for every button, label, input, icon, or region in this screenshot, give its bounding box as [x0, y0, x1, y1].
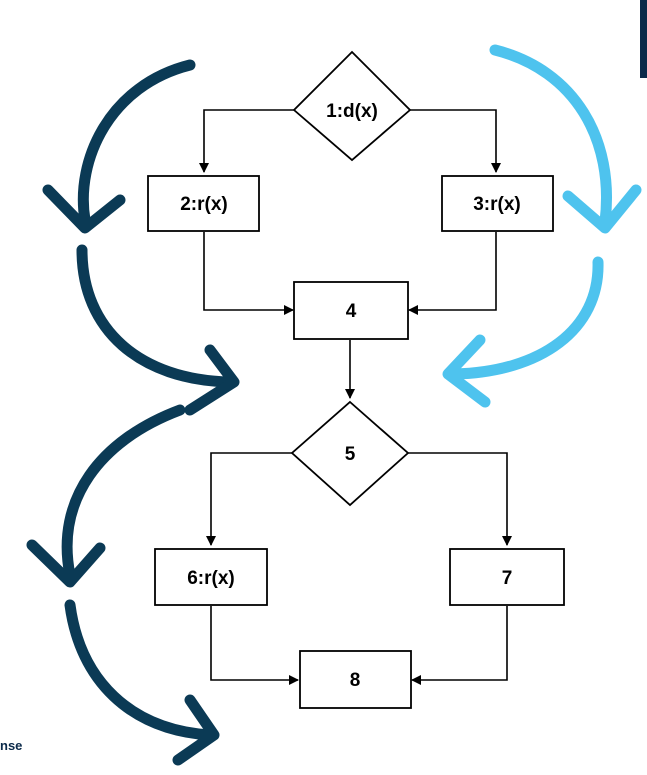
- node-6-label: 6:r(x): [187, 568, 235, 589]
- node-5-label: 5: [345, 444, 356, 465]
- edge-3-4: [408, 232, 497, 315]
- light-path-arrows: [442, 44, 642, 408]
- node-1: 1:d(x): [292, 50, 412, 162]
- dark-path-arrows: [26, 59, 240, 766]
- node-3: 3:r(x): [441, 175, 554, 232]
- dark-arrow-2-head: [184, 344, 240, 416]
- node-7-label: 7: [502, 568, 513, 589]
- dark-arrow-3: [61, 404, 186, 581]
- node-2-label: 2:r(x): [180, 194, 228, 215]
- node-6: 6:r(x): [154, 548, 268, 606]
- edge-5-7: [408, 452, 512, 546]
- node-8-label: 8: [350, 670, 361, 691]
- node-4-label: 4: [346, 301, 357, 322]
- edge-1-2: [199, 109, 294, 173]
- edges: [199, 109, 512, 685]
- node-1-label: 1:d(x): [326, 101, 378, 122]
- dark-arrow-1-head: [42, 184, 126, 234]
- light-arrow-2: [449, 256, 604, 380]
- edge-2-4: [203, 232, 294, 315]
- node-8: 8: [299, 650, 412, 709]
- dark-arrow-1: [77, 59, 196, 226]
- node-3-label: 3:r(x): [473, 194, 521, 215]
- dark-arrow-2: [76, 244, 236, 388]
- footer-partial-text: nse: [0, 738, 23, 753]
- light-arrow-1: [489, 44, 612, 228]
- edge-6-8: [210, 606, 299, 685]
- dark-arrow-3-head: [26, 539, 106, 588]
- edge-7-8: [411, 606, 508, 685]
- node-2: 2:r(x): [147, 175, 260, 232]
- dark-arrow-4-head: [172, 694, 220, 766]
- corner-accent-bar: [640, 0, 647, 78]
- dark-arrow-4: [64, 599, 216, 741]
- node-4: 4: [293, 281, 409, 340]
- edge-5-6: [206, 452, 292, 546]
- light-arrow-2-head: [442, 334, 491, 408]
- light-arrow-1-head: [562, 184, 642, 234]
- node-7: 7: [449, 548, 565, 606]
- node-5: 5: [290, 400, 410, 507]
- edge-1-3: [410, 109, 501, 173]
